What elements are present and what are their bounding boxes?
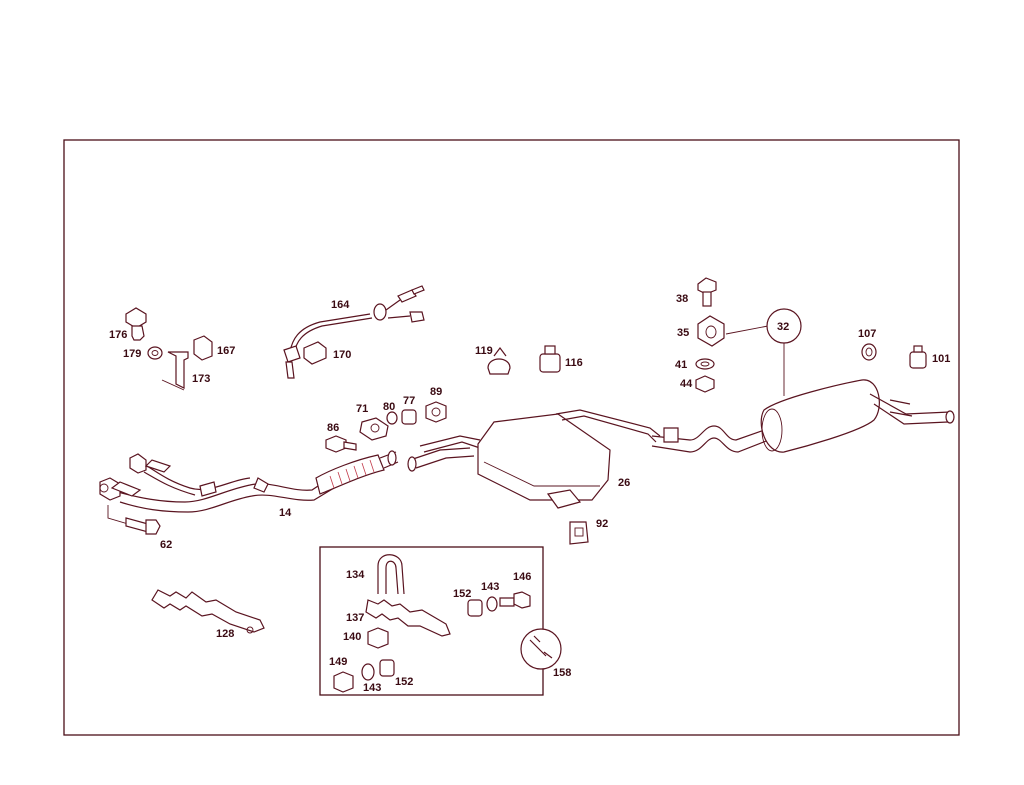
callout-149: 149 (329, 656, 347, 668)
hanger-92[interactable] (569, 521, 589, 545)
callout-62: 62 (160, 539, 172, 551)
rear-muffler-32[interactable] (760, 379, 955, 453)
center-muffler-26[interactable] (407, 409, 661, 509)
callout-164: 164 (331, 299, 350, 311)
diagram-frame (63, 139, 960, 736)
callout-92: 92 (596, 518, 608, 530)
callout-170: 170 (333, 349, 351, 361)
callout-143-upper: 143 (481, 581, 499, 593)
washer-143-lower[interactable] (361, 663, 375, 681)
sensor-clip-170[interactable] (303, 341, 327, 365)
front-exhaust-pipe-with-catalytic-converter[interactable] (99, 450, 399, 513)
callout-134: 134 (346, 569, 365, 581)
assembly-paste-158[interactable] (520, 628, 562, 670)
bracket-167[interactable] (193, 335, 213, 361)
callout-167: 167 (217, 345, 235, 357)
callout-77: 77 (403, 395, 415, 407)
clamp-bracket-137[interactable] (365, 599, 451, 637)
nut-44[interactable] (695, 375, 715, 393)
bolt-176[interactable] (125, 307, 147, 341)
spacer-152-lower[interactable] (379, 659, 395, 677)
bolt-38[interactable] (697, 277, 717, 307)
callout-86: 86 (327, 422, 339, 434)
callout-101: 101 (932, 353, 950, 365)
callout-152-lower: 152 (395, 676, 413, 688)
callout-119: 119 (475, 345, 493, 357)
callout-176: 176 (109, 329, 127, 341)
rubber-mount-116[interactable] (539, 345, 561, 373)
callout-173: 173 (192, 373, 210, 385)
bracket-173[interactable] (161, 351, 189, 391)
bolt-86[interactable] (325, 435, 357, 453)
callout-140: 140 (343, 631, 361, 643)
ring-80[interactable] (386, 411, 398, 425)
bolt-62[interactable] (107, 505, 161, 535)
rubber-mount-119[interactable] (487, 347, 511, 375)
clamp-77[interactable] (401, 409, 417, 425)
callout-14: 14 (279, 507, 292, 519)
bracket-128[interactable] (151, 589, 265, 634)
washer-143-upper[interactable] (486, 596, 498, 612)
intermediate-pipe[interactable] (651, 425, 775, 453)
callout-26: 26 (618, 477, 630, 489)
nut-89[interactable] (425, 401, 447, 423)
nut-140[interactable] (367, 627, 389, 649)
mounting-kit-inset (319, 546, 544, 696)
callout-116: 116 (565, 357, 583, 369)
callout-128: 128 (216, 628, 234, 640)
callout-107: 107 (858, 328, 876, 340)
callout-32: 32 (777, 321, 789, 333)
washer-41[interactable] (695, 358, 715, 370)
ring-107[interactable] (861, 343, 877, 361)
callout-71: 71 (356, 403, 368, 415)
oxygen-sensor-164[interactable] (283, 285, 425, 379)
gasket-71[interactable] (359, 417, 389, 441)
callout-80: 80 (383, 401, 395, 413)
u-bolt-134[interactable] (377, 554, 405, 595)
callout-35: 35 (677, 327, 689, 339)
nut-149[interactable] (333, 671, 354, 693)
rubber-hanger-35[interactable] (697, 315, 725, 347)
callout-179: 179 (123, 348, 141, 360)
callout-137: 137 (346, 612, 364, 624)
callout-44: 44 (680, 378, 693, 390)
callout-circle-32 (766, 308, 802, 344)
callout-158: 158 (553, 667, 571, 679)
callout-41: 41 (675, 359, 687, 371)
rubber-mount-101[interactable] (909, 345, 927, 369)
bolt-146[interactable] (499, 591, 531, 609)
callout-143-lower: 143 (363, 682, 381, 694)
callout-146: 146 (513, 571, 531, 583)
callout-152-upper: 152 (453, 588, 471, 600)
callout-38: 38 (676, 293, 688, 305)
washer-179[interactable] (147, 346, 163, 360)
spacer-152-upper[interactable] (467, 599, 483, 617)
callout-89: 89 (430, 386, 442, 398)
